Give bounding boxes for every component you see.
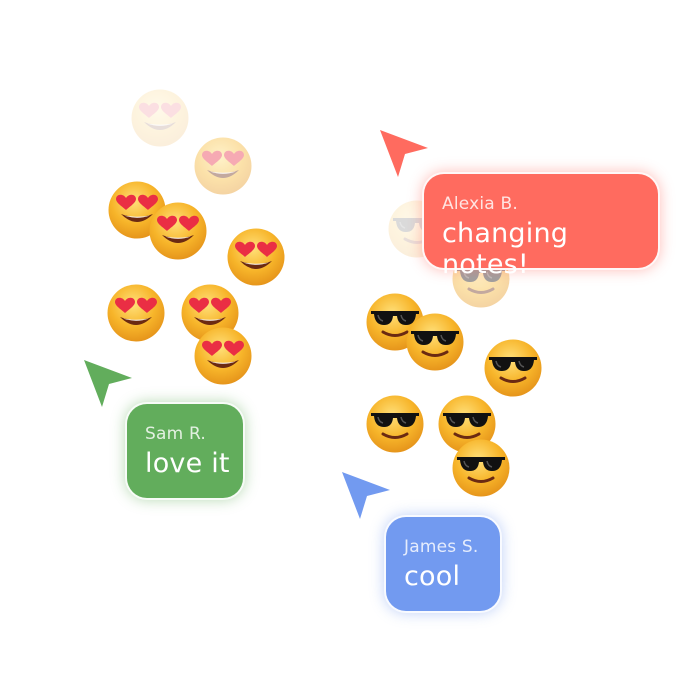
heart-eyes-emoji-icon <box>193 136 253 196</box>
participant-name: Alexia B. <box>442 194 518 214</box>
cursor-arrow-icon <box>378 128 428 177</box>
heart-eyes-emoji-icon <box>130 88 190 148</box>
participant-message: changing notes! <box>442 218 569 280</box>
participant-name: James S. <box>404 537 479 557</box>
participant-name: Sam R. <box>145 424 206 444</box>
sunglasses-emoji-icon <box>365 394 425 454</box>
participant-message-bubble: James S. cool <box>384 515 502 613</box>
heart-eyes-emoji-icon <box>180 283 240 343</box>
heart-eyes-emoji-icon <box>226 227 286 287</box>
sunglasses-emoji-icon <box>405 312 465 372</box>
participant-message-bubble: Alexia B. changing notes! <box>422 172 660 280</box>
cursor-arrow-icon <box>82 358 132 407</box>
participant-message: cool <box>404 561 461 592</box>
sunglasses-emoji-icon <box>451 438 511 498</box>
participant-message-bubble: Sam R. love it <box>125 402 245 500</box>
participant-message: love it <box>145 448 230 479</box>
sunglasses-emoji-icon <box>483 338 543 398</box>
cursor-arrow-icon <box>340 470 390 519</box>
heart-eyes-emoji-icon <box>148 201 208 261</box>
heart-eyes-emoji-icon <box>106 283 166 343</box>
sunglasses-emoji-icon <box>437 394 497 454</box>
heart-eyes-emoji-icon <box>193 326 253 386</box>
